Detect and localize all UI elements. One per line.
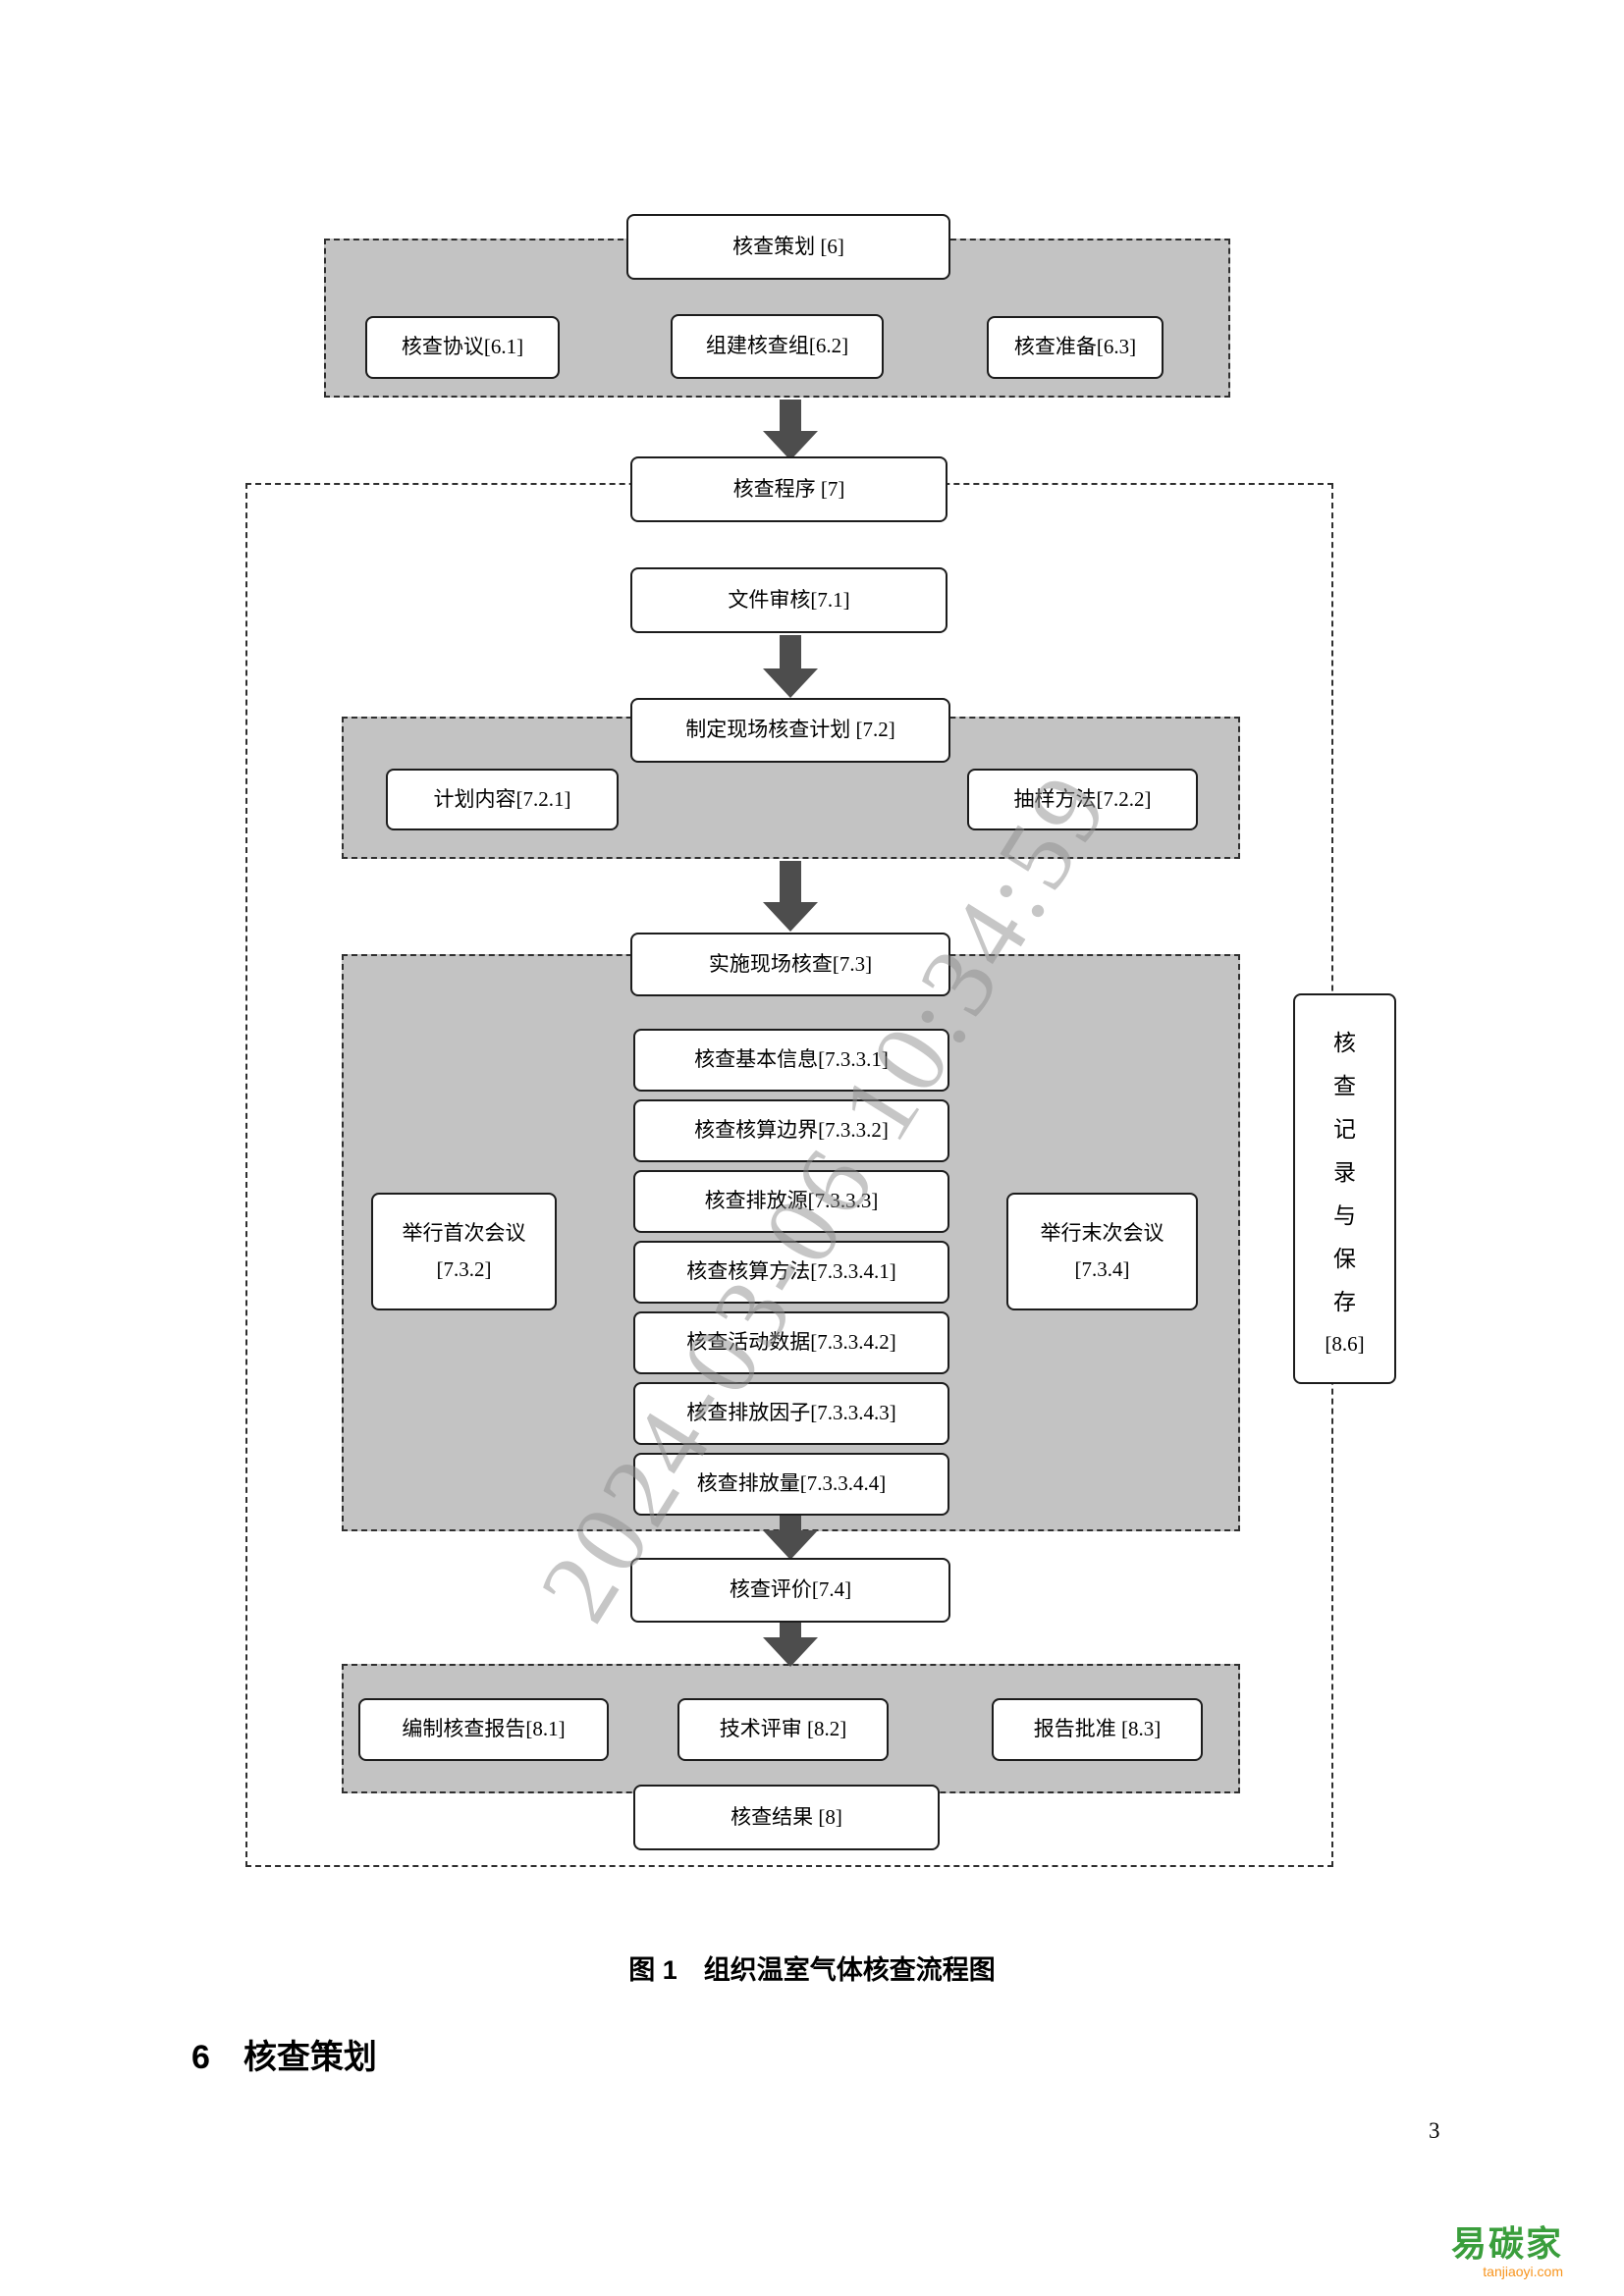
arrow-evaluation-to-reporting (763, 1620, 818, 1667)
flow-box-sampling-method-label: 抽样方法[7.2.2] (1013, 786, 1152, 811)
flow-box-team: 组建核查组[6.2] (671, 314, 884, 379)
flow-box-preparation: 核查准备[6.3] (987, 316, 1164, 379)
flow-box-team-label: 组建核查组[6.2] (705, 334, 849, 358)
flow-box-first-meeting-line2: [7.3.2] (436, 1257, 492, 1281)
arrow-docreview-to-siteplan (763, 635, 818, 698)
flow-box-step-activity-data: 核查活动数据[7.3.3.4.2] (633, 1311, 949, 1374)
record-char: 记 (1333, 1116, 1356, 1142)
flow-box-step-emission-factor: 核查排放因子[7.3.3.4.3] (633, 1382, 949, 1445)
flow-box-plan-content: 计划内容[7.2.1] (386, 769, 619, 830)
flow-box-site-plan: 制定现场核查计划 [7.2] (630, 698, 950, 763)
flow-box-procedure-label: 核查程序 [7] (732, 476, 845, 501)
site-logo: 易碳家 tanjiaoyi.com (1451, 2223, 1564, 2279)
section-heading: 6 核查策划 (191, 2039, 377, 2076)
flow-box-document-review-label: 文件审核[7.1] (728, 587, 850, 612)
flow-box-procedure: 核查程序 [7] (630, 456, 947, 522)
record-char: 录 (1333, 1159, 1356, 1185)
flow-box-preparation-label: 核查准备[6.3] (1013, 335, 1137, 359)
flow-box-step-emission-amount: 核查排放量[7.3.3.4.4] (633, 1453, 949, 1516)
flow-box-first-meeting: 举行首次会议 [7.3.2] (371, 1193, 557, 1310)
flow-box-technical-review: 技术评审 [8.2] (677, 1698, 889, 1761)
flow-box-planning: 核查策划 [6] (626, 214, 950, 280)
record-tag: [8.6] (1325, 1331, 1365, 1356)
arrow-siteplan-to-onsite (763, 861, 818, 932)
flow-box-step-emission-source: 核查排放源[7.3.3.3] (633, 1170, 949, 1233)
flow-box-step-emission-factor-label: 核查排放因子[7.3.3.4.3] (686, 1401, 896, 1425)
record-char: 与 (1333, 1202, 1356, 1228)
flow-box-compile-report: 编制核查报告[8.1] (358, 1698, 609, 1761)
flow-box-result-label: 核查结果 [8] (731, 1804, 842, 1829)
flow-box-evaluation: 核查评价[7.4] (630, 1558, 950, 1623)
record-char: 查 (1333, 1073, 1356, 1098)
flow-box-report-approval-label: 报告批准 [8.3] (1033, 1717, 1162, 1741)
flow-box-step-boundary-label: 核查核算边界[7.3.3.2] (694, 1118, 889, 1143)
flow-box-document-review: 文件审核[7.1] (630, 567, 947, 633)
flow-box-last-meeting-line1: 举行末次会议 (1040, 1220, 1164, 1245)
flow-box-step-boundary: 核查核算边界[7.3.3.2] (633, 1099, 949, 1162)
record-char: 保 (1333, 1246, 1356, 1271)
flow-box-onsite-label: 实施现场核查[7.3] (708, 951, 873, 976)
flow-box-step-basic-info-label: 核查基本信息[7.3.3.1] (694, 1047, 889, 1072)
flow-box-last-meeting-line2: [7.3.4] (1074, 1257, 1130, 1281)
flow-box-technical-review-label: 技术评审 [8.2] (719, 1717, 847, 1741)
site-logo-text: 易碳家 (1451, 2223, 1564, 2264)
flow-box-evaluation-label: 核查评价[7.4] (729, 1577, 852, 1602)
flow-box-step-activity-data-label: 核查活动数据[7.3.3.4.2] (686, 1330, 896, 1355)
flow-box-step-emission-amount-label: 核查排放量[7.3.3.4.4] (696, 1471, 887, 1496)
flow-box-site-plan-label: 制定现场核查计划 [7.2] (685, 718, 895, 742)
arrow-planning-to-procedure (763, 400, 818, 460)
site-logo-url: tanjiaoyi.com (1483, 2264, 1564, 2279)
flow-box-result: 核查结果 [8] (633, 1785, 940, 1850)
record-char: 存 (1333, 1289, 1356, 1314)
flow-box-record-keep: 核 查 记 录 与 保 存 [8.6] (1293, 993, 1396, 1384)
record-char: 核 (1333, 1030, 1356, 1055)
flow-box-agreement: 核查协议[6.1] (365, 316, 560, 379)
flow-box-first-meeting-line1: 举行首次会议 (402, 1220, 526, 1245)
flow-box-step-emission-source-label: 核查排放源[7.3.3.3] (704, 1189, 879, 1213)
flow-box-sampling-method: 抽样方法[7.2.2] (967, 769, 1198, 830)
flow-box-plan-content-label: 计划内容[7.2.1] (433, 786, 571, 811)
flow-box-step-basic-info: 核查基本信息[7.3.3.1] (633, 1029, 949, 1092)
flow-box-planning-label: 核查策划 [6] (732, 234, 844, 258)
flow-box-last-meeting: 举行末次会议 [7.3.4] (1006, 1193, 1198, 1310)
flow-box-compile-report-label: 编制核查报告[8.1] (402, 1717, 566, 1741)
figure-caption: 图 1 组织温室气体核查流程图 (628, 1955, 996, 1985)
flow-box-agreement-label: 核查协议[6.1] (401, 335, 524, 359)
flow-box-report-approval: 报告批准 [8.3] (992, 1698, 1203, 1761)
flow-box-step-accounting-method-label: 核查核算方法[7.3.3.4.1] (686, 1259, 896, 1284)
page-number: 3 (1429, 2118, 1440, 2143)
flow-box-onsite: 实施现场核查[7.3] (630, 933, 950, 996)
flow-box-step-accounting-method: 核查核算方法[7.3.3.4.1] (633, 1241, 949, 1304)
